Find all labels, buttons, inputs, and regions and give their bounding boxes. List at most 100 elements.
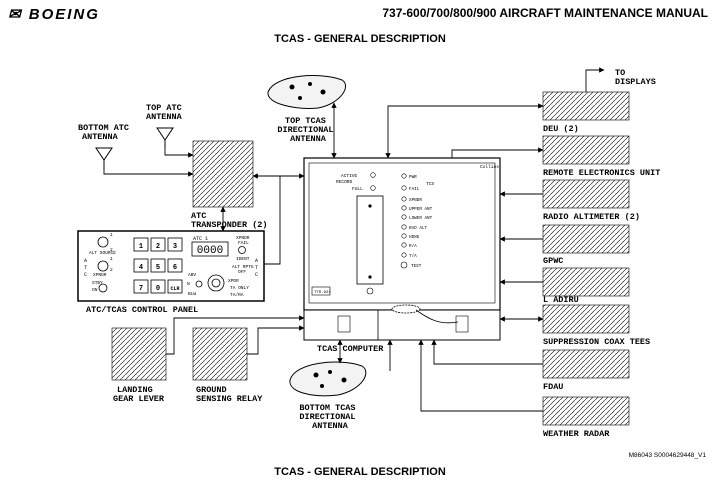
svg-text:RAD ALT: RAD ALT [409,226,427,231]
atc-transponder-box [192,140,254,208]
alt-source-label: ALT SOURCE [89,250,116,256]
key-7[interactable]: 7 [139,285,143,293]
adiru-label: L ADIRU [543,295,579,305]
suppression-coax-tees-label: SUPPRESSION COAX TEES [543,337,650,347]
svg-text:C: C [255,272,258,278]
abv-blw-switch[interactable] [195,280,203,288]
svg-text:T: T [255,265,258,271]
top-tcas-antenna-label: TOP TCAS DIRECTIONAL ANTENNA [277,116,338,144]
weather-radar-label: WEATHER RADAR [543,429,610,439]
svg-text:A: A [84,258,87,264]
key-2[interactable]: 2 [156,243,160,251]
svg-text:T/A: T/A [409,254,417,259]
svg-text:ACTIVE: ACTIVE [341,173,358,179]
reu-box [542,135,630,165]
suppression-coax-tees-box [542,304,630,334]
fdau-box [542,349,630,379]
atc-vertical-right: ATC [255,258,258,278]
n-label: N [187,281,190,287]
radio-altimeter-label: RADIO ALTIMETER (2) [543,212,640,222]
tcs-label: TCS [426,181,434,187]
alt-source-knob[interactable] [97,236,109,248]
landing-gear-lever-label: LANDING GEAR LEVER [113,385,165,404]
on-label: ON [92,287,98,293]
manual-title: 737-600/700/800/900 AIRCRAFT MAINTENANCE… [382,6,708,20]
atc1-label: ATC 1 [193,236,208,242]
svg-text:XPNDR: XPNDR [409,198,422,203]
top-atc-antenna-label: TOP ATC ANTENNA [146,103,187,122]
bottom-atc-antenna-label: BOTTOM ATC ANTENNA [78,123,134,142]
ground-sensing-relay-box [192,327,248,381]
reu-label: REMOTE ELECTRONICS UNIT [543,168,660,178]
code-display [191,241,229,257]
deu-box [542,91,630,121]
pos-1-label: 1 [110,232,113,238]
stby-knob[interactable] [98,283,108,293]
svg-text:T: T [84,265,87,271]
svg-text:FULL: FULL [352,186,363,192]
computer-model: TTR-921 [314,291,331,295]
boeing-logo: ✉ BOEING [8,6,100,23]
page-title: TCAS - GENERAL DESCRIPTION [274,33,446,45]
to-displays-label: TO DISPLAYS [615,68,656,87]
svg-text:R/A: R/A [409,244,417,249]
top-atc-antenna-symbol [156,127,174,148]
bottom-tcas-antenna-label: BOTTOM TCAS DIRECTIONAL ANTENNA [299,403,360,431]
svg-text:UPPER ANT: UPPER ANT [409,207,433,212]
computer-left-lights: ACTIVE RECORD FULL [336,172,376,192]
svg-text:A: A [255,258,258,264]
tcas-computer [303,157,501,341]
key-4[interactable]: 4 [139,264,143,272]
svg-text:PWR: PWR [409,175,417,180]
svg-text:LOWER ANT: LOWER ANT [409,216,433,221]
svg-text:HDNG: HDNG [409,235,420,240]
ident-label: IDENT [236,256,250,262]
gpwc-box [542,224,630,254]
control-panel-label: ATC/TCAS CONTROL PANEL [86,305,198,315]
stby-label: STBY [92,280,103,286]
svg-text:RECORD: RECORD [336,179,353,185]
connection-lines [103,67,605,412]
key-0[interactable]: 0 [156,285,160,293]
svg-text:FAIL: FAIL [409,187,420,192]
atc-vertical-left: ATC [84,258,87,278]
landing-gear-lever-box [111,327,167,381]
atc-tcas-control-panel: 1 2 3 4 5 6 7 0 CLR ALT SOURCE XPNDR 1 2… [77,230,265,302]
svg-text:C: C [84,272,87,278]
radio-altimeter-box [542,179,630,209]
key-5[interactable]: 5 [156,264,160,272]
xpndr-knob[interactable] [97,260,109,272]
deu-label: DEU (2) [543,124,579,134]
atc-transponder-label: ATC TRANSPONDER (2) [191,211,268,230]
ta-only-label: TA ONLY [230,285,249,291]
abv-label: ABV [188,272,196,278]
key-6[interactable]: 6 [173,264,177,272]
gpwc-label: GPWC [543,256,563,266]
pos-1b-label: 1 [110,256,113,262]
keypad [133,237,183,294]
blw-label: BLW [188,291,196,297]
fdau-label: FDAU [543,382,563,392]
computer-brand: Collins [480,164,499,170]
key-clr[interactable]: CLR [170,286,179,292]
bottom-tcas-antenna-drawing [289,361,367,397]
figure-id: M86043 S0004629448_V1 [628,452,706,459]
ident-button[interactable] [238,246,246,254]
key-1[interactable]: 1 [139,243,143,251]
tcas-computer-label: TCAS COMPUTER [317,344,384,354]
svg-text:TEST: TEST [411,264,422,269]
key-3[interactable]: 3 [173,243,177,251]
code-display-value: 0000 [197,245,223,257]
ta-ra-label: TA/RA [230,292,244,298]
bottom-atc-antenna-symbol [95,147,113,170]
weather-radar-box [542,396,630,426]
top-tcas-antenna-drawing [267,75,347,109]
xpndr-label: XPNDR [93,272,107,278]
computer-right-lights: PWR FAIL XPNDR UPPER ANT LOWER ANT RAD A… [400,173,433,269]
pos-2b-label: 2 [110,267,113,273]
pos-2-label: 2 [110,247,113,253]
ground-sensing-relay-label: GROUND SENSING RELAY [196,385,263,404]
